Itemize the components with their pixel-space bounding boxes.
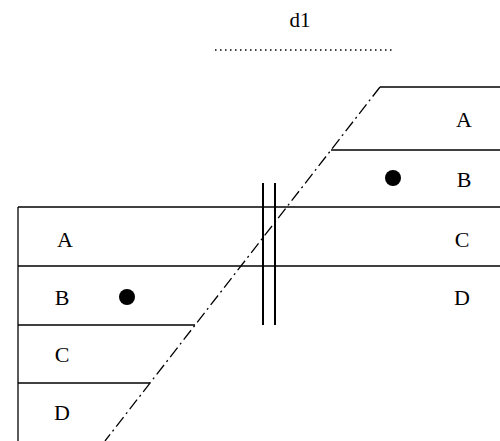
borehole — [262, 183, 264, 325]
block-edge — [17, 207, 18, 441]
fault-line — [105, 87, 380, 441]
layer-label: B — [457, 169, 472, 191]
layer-label: D — [454, 287, 470, 309]
layer-label: A — [57, 229, 73, 251]
layer-label: C — [55, 344, 70, 366]
layer-label: A — [456, 109, 472, 131]
layer-label: D — [54, 402, 70, 424]
layer-label: C — [455, 229, 470, 251]
dimension-label: d1 — [290, 10, 311, 31]
borehole — [274, 183, 276, 325]
bed-boundary — [18, 265, 241, 266]
bed-boundary — [241, 265, 500, 266]
bed-boundary — [18, 324, 195, 325]
bed-boundary — [380, 86, 500, 87]
bed-boundary — [18, 382, 150, 383]
dimension-line — [215, 49, 395, 50]
marker-dot — [385, 170, 401, 186]
bed-boundary — [331, 149, 500, 150]
layer-label: B — [55, 287, 70, 309]
marker-dot — [119, 289, 135, 305]
bed-boundary — [18, 206, 500, 207]
